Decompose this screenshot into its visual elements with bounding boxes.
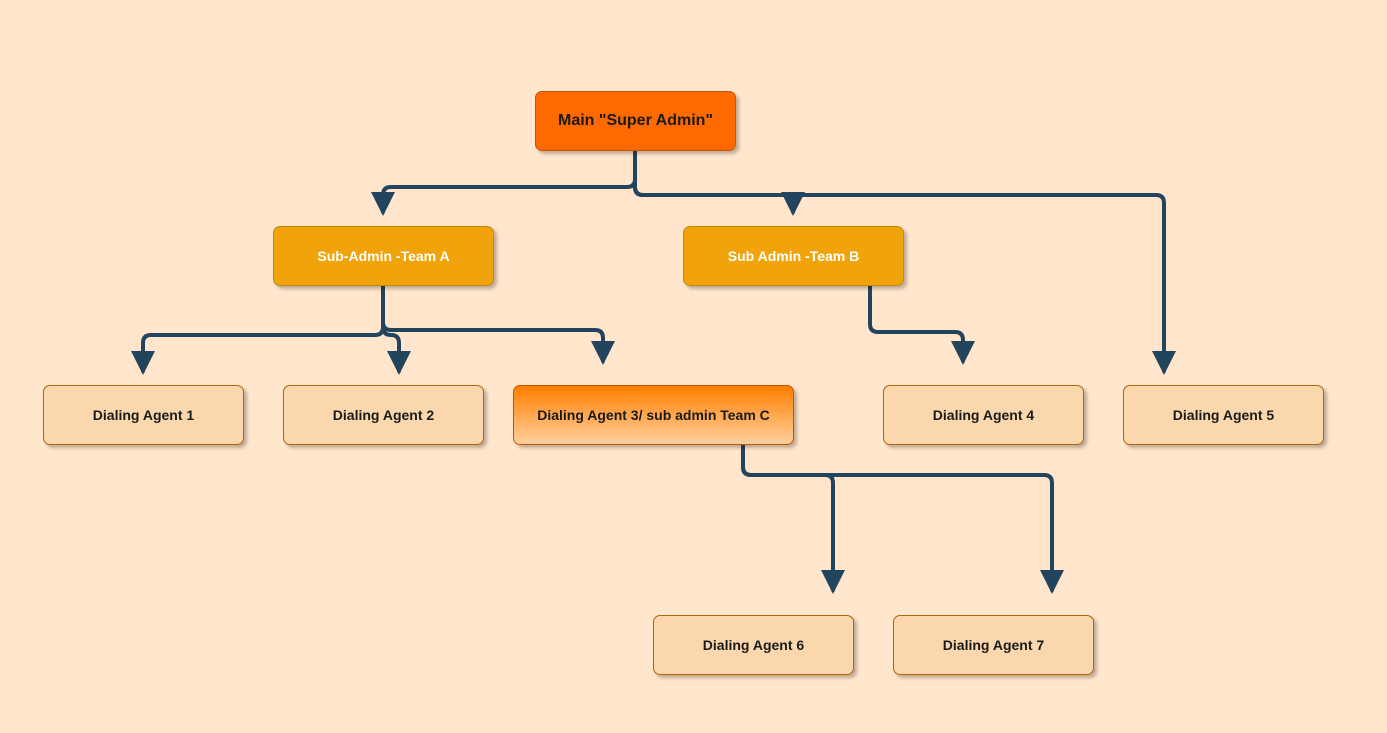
node-dialing-agent-1[interactable]: Dialing Agent 1 <box>43 385 244 445</box>
edge-subadmin-a-to-agent-2 <box>381 284 411 375</box>
node-super-admin[interactable]: Main "Super Admin" <box>535 91 736 151</box>
edge-superadmin-to-subadmin-a <box>371 149 637 216</box>
edge-subadmin-b-to-agent-4 <box>868 284 975 365</box>
node-dialing-agent-5[interactable]: Dialing Agent 5 <box>1123 385 1324 445</box>
edge-agent-3-to-agent-7 <box>741 443 1064 594</box>
edge-agent-3-to-agent-6 <box>741 443 845 594</box>
edge-subadmin-a-to-agent-1 <box>131 284 385 375</box>
edge-superadmin-to-subadmin-b <box>633 149 805 216</box>
node-dialing-agent-3-sub-admin-team-c[interactable]: Dialing Agent 3/ sub admin Team C <box>513 385 794 445</box>
edge-superadmin-to-agent-5 <box>633 149 1176 375</box>
node-sub-admin-team-a[interactable]: Sub-Admin -Team A <box>273 226 494 286</box>
node-dialing-agent-6[interactable]: Dialing Agent 6 <box>653 615 854 675</box>
node-dialing-agent-2[interactable]: Dialing Agent 2 <box>283 385 484 445</box>
node-dialing-agent-4[interactable]: Dialing Agent 4 <box>883 385 1084 445</box>
edge-subadmin-a-to-agent-3 <box>381 284 615 365</box>
node-dialing-agent-7[interactable]: Dialing Agent 7 <box>893 615 1094 675</box>
node-sub-admin-team-b[interactable]: Sub Admin -Team B <box>683 226 904 286</box>
